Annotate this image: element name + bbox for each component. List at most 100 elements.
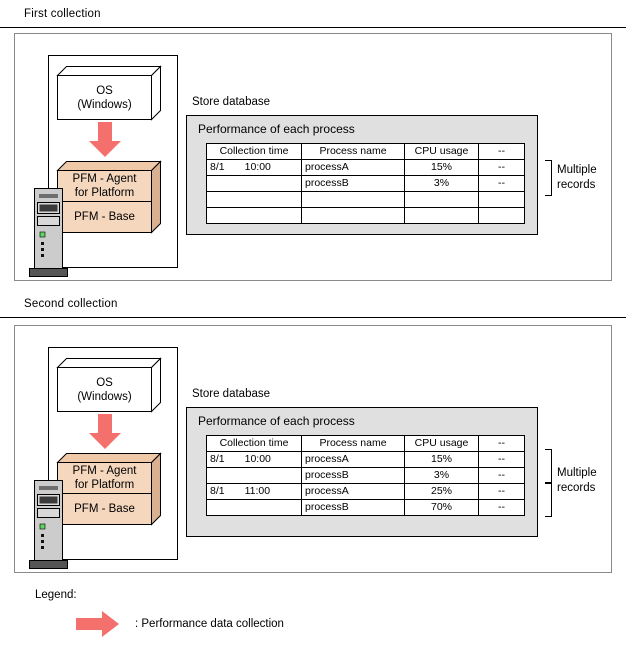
multiple-records-line2: records <box>557 482 596 494</box>
os-label-line2: (Windows) <box>77 390 132 403</box>
os-cuboid-second: OS (Windows) <box>56 357 162 413</box>
legend-label: Legend: <box>35 589 77 601</box>
multiple-records-label-second: Multiple records <box>557 466 597 496</box>
pfm-base-label: PFM - Base <box>74 211 135 223</box>
cell-other: -- <box>478 499 525 516</box>
cell-other: -- <box>478 159 525 176</box>
store-database-panel-first: Performance of each process Collection t… <box>186 115 538 235</box>
pfm-agent-line2: for Platform <box>74 479 135 491</box>
section-title-first: First collection <box>24 8 101 20</box>
os-box-face: OS (Windows) <box>57 75 152 120</box>
cell-collection-time: 8/1 10:00 <box>206 159 302 176</box>
performance-table-second: Collection time Process name CPU usage -… <box>206 435 525 516</box>
multiple-records-line1: Multiple <box>557 467 597 479</box>
cell-other <box>478 207 525 224</box>
cell-time: 10:00 <box>244 161 271 173</box>
cell-process-name <box>301 207 405 224</box>
cell-collection-time <box>206 207 302 224</box>
cell-date: 8/1 <box>210 161 225 173</box>
table-row <box>206 207 525 224</box>
cell-collection-time <box>206 175 302 192</box>
cell-time: 11:00 <box>244 485 271 497</box>
table-row: processB 70% -- <box>206 499 525 516</box>
pfm-agent-section: PFM - Agent for Platform <box>58 463 151 494</box>
col-header-cpu-usage: CPU usage <box>404 435 479 452</box>
cell-process-name: processA <box>301 483 405 500</box>
pfm-base-section: PFM - Base <box>58 202 151 232</box>
cell-other: -- <box>478 467 525 484</box>
legend-description: : Performance data collection <box>135 618 284 630</box>
col-header-other: -- <box>478 143 525 160</box>
panel-title-second: Performance of each process <box>198 414 355 428</box>
performance-data-collection-arrow-icon-first <box>88 122 122 158</box>
os-cuboid-3d-shading <box>56 357 162 413</box>
pfm-cuboid-3d-shading <box>56 452 162 526</box>
cell-time: 10:00 <box>244 453 271 465</box>
cell-date: 8/1 <box>210 453 225 465</box>
cell-cpu-usage <box>404 207 479 224</box>
store-database-panel-second: Performance of each process Collection t… <box>186 407 538 537</box>
col-header-cpu-usage: CPU usage <box>404 143 479 160</box>
pfm-agent-line1: PFM - Agent <box>72 173 137 185</box>
pfm-cuboid-first: PFM - Agent for Platform PFM - Base <box>56 160 162 234</box>
performance-table-first: Collection time Process name CPU usage -… <box>206 143 525 224</box>
pfm-base-label: PFM - Base <box>74 503 135 515</box>
os-box-face: OS (Windows) <box>57 367 152 412</box>
server-tower-icon-first <box>29 188 73 280</box>
panel-title-first: Performance of each process <box>198 122 355 136</box>
cell-cpu-usage: 3% <box>404 175 479 192</box>
cell-other <box>478 191 525 208</box>
cell-process-name: processB <box>301 175 405 192</box>
col-header-process-name: Process name <box>301 435 405 452</box>
table-row <box>206 191 525 208</box>
table-row: 8/1 10:00 processA 15% -- <box>206 159 525 176</box>
os-cuboid-first: OS (Windows) <box>56 65 162 121</box>
col-header-collection-time: Collection time <box>206 435 302 452</box>
cell-cpu-usage: 25% <box>404 483 479 500</box>
right-arrow-icon <box>76 611 120 641</box>
os-label-line2: (Windows) <box>77 98 132 111</box>
cell-date: 8/1 <box>210 485 225 497</box>
table-header-row: Collection time Process name CPU usage -… <box>206 143 525 160</box>
cell-collection-time <box>206 191 302 208</box>
table-header-row: Collection time Process name CPU usage -… <box>206 435 525 452</box>
cell-process-name: processA <box>301 451 405 468</box>
cell-collection-time <box>206 467 302 484</box>
cell-collection-time: 8/1 11:00 <box>206 483 302 500</box>
cell-process-name <box>301 191 405 208</box>
section-title-second: Second collection <box>24 298 118 310</box>
cell-cpu-usage: 3% <box>404 467 479 484</box>
table-row: processB 3% -- <box>206 175 525 192</box>
cell-other: -- <box>478 175 525 192</box>
store-database-label-first: Store database <box>192 96 271 108</box>
pfm-cuboid-second: PFM - Agent for Platform PFM - Base <box>56 452 162 526</box>
pfm-box-face: PFM - Agent for Platform PFM - Base <box>57 170 152 233</box>
pfm-base-section: PFM - Base <box>58 494 151 524</box>
col-header-other: -- <box>478 435 525 452</box>
table-row: processB 3% -- <box>206 467 525 484</box>
multiple-records-bracket-second-lower <box>545 483 552 517</box>
multiple-records-bracket-first <box>545 160 552 196</box>
section-rule-first <box>0 27 626 28</box>
pfm-box-face: PFM - Agent for Platform PFM - Base <box>57 462 152 525</box>
server-tower-icon-second <box>29 480 73 572</box>
store-database-label-second: Store database <box>192 388 271 400</box>
cell-process-name: processB <box>301 467 405 484</box>
cell-process-name: processB <box>301 499 405 516</box>
cell-collection-time <box>206 499 302 516</box>
os-label-line1: OS <box>96 84 113 97</box>
cell-process-name: processA <box>301 159 405 176</box>
section-rule-second <box>0 317 626 318</box>
multiple-records-label-first: Multiple records <box>557 163 597 193</box>
multiple-records-bracket-second-upper <box>545 449 552 483</box>
multiple-records-line1: Multiple <box>557 164 597 176</box>
cell-other: -- <box>478 451 525 468</box>
pfm-agent-line1: PFM - Agent <box>72 465 137 477</box>
col-header-collection-time: Collection time <box>206 143 302 160</box>
cell-cpu-usage: 15% <box>404 159 479 176</box>
pfm-agent-line2: for Platform <box>74 187 135 199</box>
cell-cpu-usage <box>404 191 479 208</box>
pfm-agent-section: PFM - Agent for Platform <box>58 171 151 202</box>
